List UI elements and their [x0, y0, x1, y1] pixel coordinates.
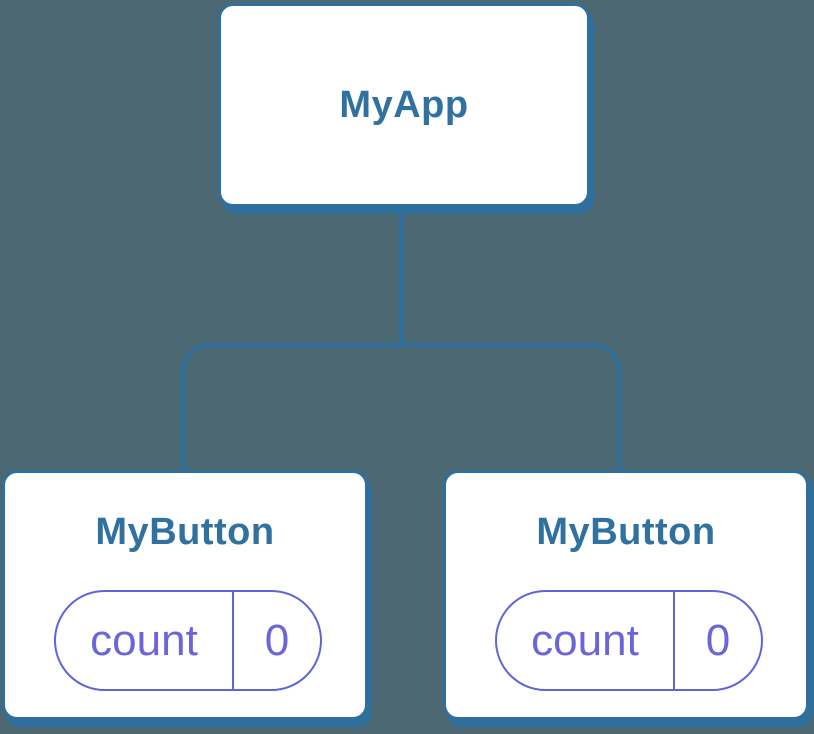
state-value: 0 — [264, 615, 290, 665]
root-component-label: MyApp — [339, 83, 469, 126]
connector-branch-bracket — [181, 343, 621, 470]
component-node-root: MyApp — [218, 3, 590, 207]
component-node-child-1: MyButton count 0 — [2, 470, 368, 720]
state-name: count — [497, 592, 675, 689]
child-component-label: MyButton — [536, 511, 716, 553]
state-pill: count 0 — [54, 590, 322, 691]
connector-trunk-line — [399, 212, 404, 347]
state-pill: count 0 — [495, 590, 763, 691]
child-component-label: MyButton — [95, 511, 275, 553]
state-name: count — [56, 592, 234, 689]
component-node-child-2: MyButton count 0 — [443, 470, 809, 720]
state-value: 0 — [705, 615, 731, 665]
